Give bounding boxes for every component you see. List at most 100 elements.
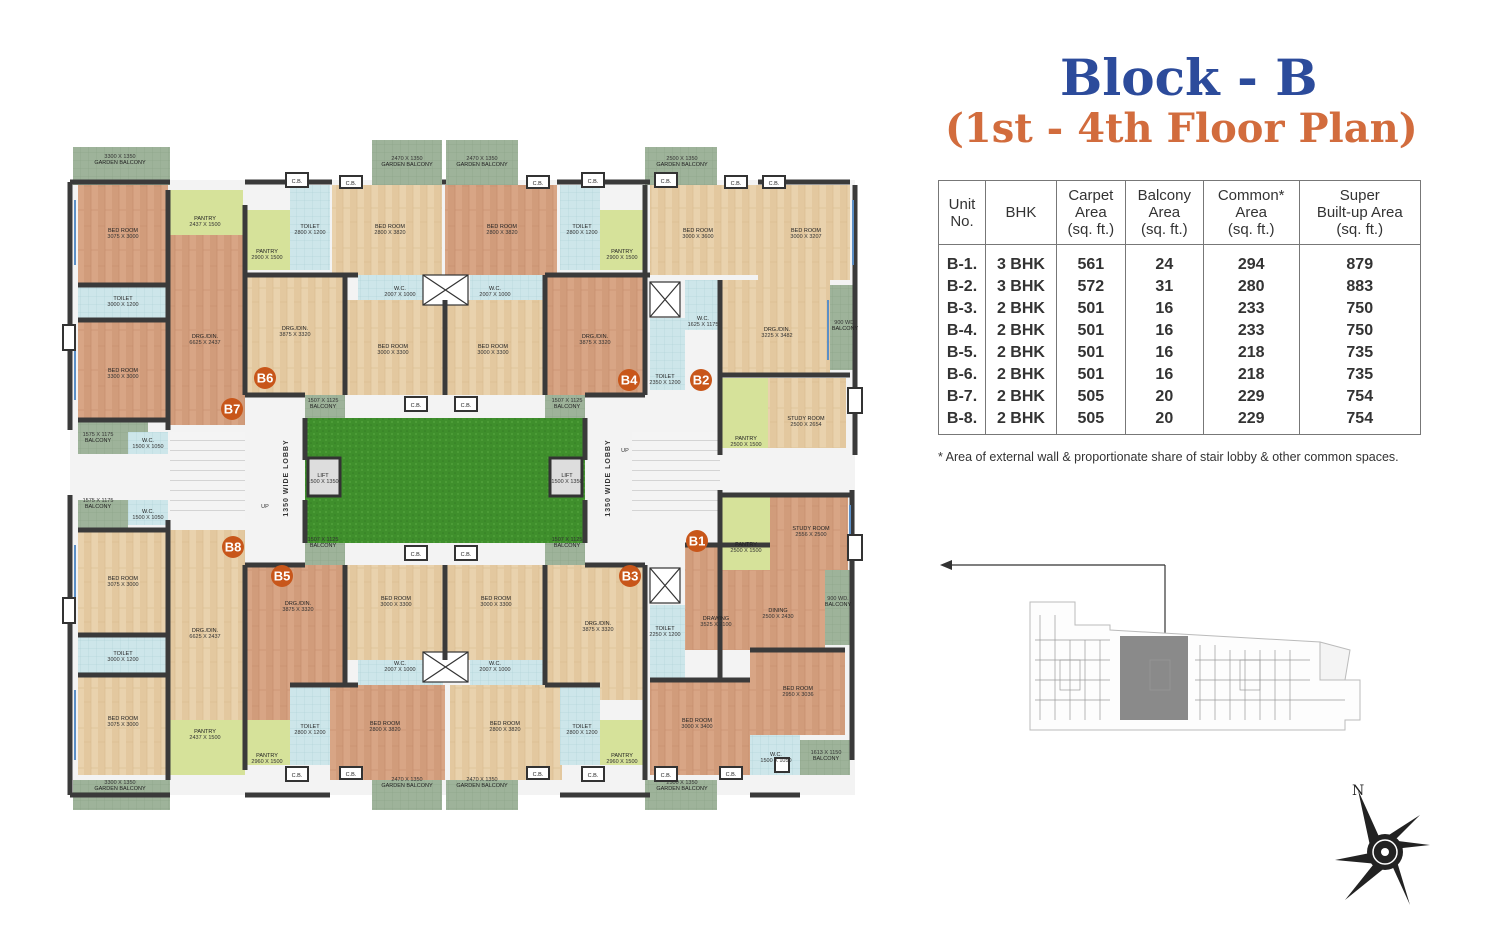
room-name-label: DRG./DIN.: [282, 326, 309, 332]
room-dimension-label: 3875 X 3320: [279, 332, 310, 338]
cb-label: C.B.: [588, 773, 599, 779]
unit-marker-b3: [619, 565, 641, 587]
table-header-4: Common*Area(sq. ft.): [1202, 180, 1300, 245]
room-dimension-label: 2800 X 1200: [294, 230, 325, 236]
room-name-label: PANTRY: [256, 249, 278, 255]
room-dimension-label: 3525 X 2100: [700, 622, 731, 628]
table-cell: 20: [1124, 406, 1204, 435]
room-dimension-label: 2500 X 1350: [666, 780, 697, 786]
table-cell: 754: [1298, 406, 1421, 435]
cb-boxes: [62, 172, 863, 782]
table-cell: B-1.: [946, 255, 978, 273]
room-dimension-label: 2900 X 1500: [251, 255, 282, 261]
room-name-label: BED ROOM: [375, 224, 405, 230]
room-dimension-label: 2470 X 1350: [466, 156, 497, 162]
room-dimension-label: 2960 X 1500: [251, 759, 282, 765]
room-name-label: BALCONY: [554, 404, 581, 410]
room-name-label: TOILET: [655, 374, 675, 380]
room-name-label: BALCONY: [85, 438, 112, 444]
room-name-label: W.C.: [142, 509, 154, 515]
room-name-label: BED ROOM: [370, 721, 400, 727]
room-dimension-label: 2800 X 3820: [486, 230, 517, 236]
room-dimension-label: 2800 X 1200: [566, 730, 597, 736]
room-dimension-label: 2007 X 1000: [479, 667, 510, 673]
lobby-label-left: 1350 WIDE LOBBY: [283, 439, 290, 516]
balconies: [73, 140, 855, 810]
room-dimension-label: 2900 X 1500: [606, 255, 637, 261]
table-header-line: (sq. ft.): [1227, 221, 1275, 238]
room-dimension-label: 2950 X 3036: [782, 692, 813, 698]
room-name-label: GARDEN BALCONY: [94, 786, 146, 792]
room-dimension-label: 3875 X 3320: [579, 340, 610, 346]
compass-north-label: N: [1352, 783, 1364, 799]
compass-star-icon: [1335, 790, 1430, 905]
room-dimension-label: 2350 X 1200: [649, 380, 680, 386]
rooms-dark: [78, 185, 848, 780]
windows: [74, 200, 854, 760]
table-cell: 561: [1055, 244, 1126, 274]
pantries: [168, 190, 770, 775]
floor-plan: 1350 WIDE LOBBY 1350 WIDE LOBBY UP UP BE…: [62, 140, 863, 810]
room-name-label: W.C.: [770, 752, 782, 758]
room-name-label: BALCONY: [310, 543, 337, 549]
table-cell: 505: [1055, 406, 1126, 435]
key-plan-extension: [1319, 641, 1351, 681]
table-cell: 218: [1202, 362, 1300, 384]
compass-rose: N: [1335, 783, 1430, 905]
room-name-label: GARDEN BALCONY: [456, 783, 508, 789]
room-name-label: DRG./DIN.: [764, 327, 791, 333]
table-cell: 16: [1124, 318, 1204, 340]
room-name-label: BED ROOM: [783, 686, 813, 692]
room-name-label: GARDEN BALCONY: [656, 162, 708, 168]
table-cell: B-7.: [946, 387, 978, 405]
room-name-label: PANTRY: [611, 753, 633, 759]
table-header-line: Balcony: [1137, 187, 1191, 204]
key-plan-grid: [1035, 615, 1345, 720]
room-dimension-label: 3075 X 3000: [107, 722, 138, 728]
key-plan-arrow-icon: [940, 560, 952, 570]
unit-marker-label: B2: [693, 373, 710, 388]
room-name-label: GARDEN BALCONY: [381, 783, 433, 789]
cb-label: C.B.: [533, 181, 544, 187]
room-dimension-label: 3300 X 3000: [107, 374, 138, 380]
room-name-label: TOILET: [655, 626, 675, 632]
room-dimension-label: 3000 X 3600: [682, 234, 713, 240]
room-dimension-label: 1500 X 1050: [132, 444, 163, 450]
table-header-line: Carpet: [1068, 187, 1114, 204]
table-cell: 16: [1124, 296, 1204, 318]
room-dimension-label: 3875 X 3320: [582, 627, 613, 633]
area-footnote: * Area of external wall & proportionate …: [938, 450, 1399, 464]
room-name-label: DRAWING: [703, 616, 729, 622]
cb-label: C.B.: [411, 403, 422, 409]
unit-marker-b2: [690, 369, 712, 391]
cb-label: C.B.: [769, 181, 780, 187]
room-name-label: DINING: [768, 608, 787, 614]
table-header-line: (sq. ft.): [1336, 221, 1384, 238]
key-plan-block-b: [1120, 636, 1188, 720]
room-name-label: PANTRY: [194, 216, 216, 222]
room-name-label: DRG./DIN.: [585, 621, 612, 627]
room-name-label: W.C.: [489, 661, 501, 667]
table-cell: 20: [1124, 384, 1204, 406]
table-cell: 2 BHK: [985, 340, 1057, 362]
room-name-label: BALCONY: [825, 602, 852, 608]
cb-label: C.B.: [346, 772, 357, 778]
room-dimension-label: 900 WD.: [834, 320, 856, 326]
room-dimension-label: 2800 X 1200: [566, 230, 597, 236]
compass-center-ring: [1372, 839, 1398, 865]
room-dimension-label: 2437 X 1500: [189, 735, 220, 741]
room-name-label: TOILET: [300, 224, 320, 230]
unit-marker-label: B7: [224, 402, 241, 417]
cb-label: C.B.: [533, 772, 544, 778]
room-name-label: BALCONY: [310, 404, 337, 410]
room-name-label: TOILET: [572, 224, 592, 230]
